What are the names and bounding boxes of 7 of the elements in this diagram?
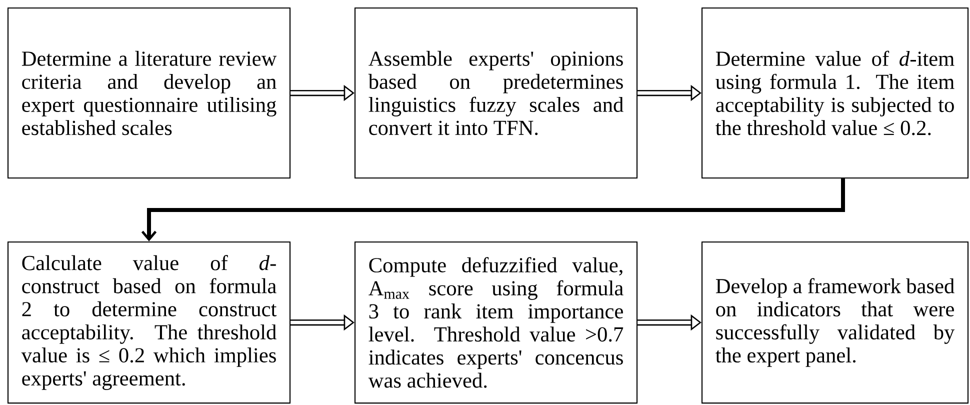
process-box: Determine a literature review criteria and develop an expert questionnaire utilising established scales — [7, 7, 291, 179]
process-box: Assemble experts' opinions based on predetermines linguistics fuzzy scales and convert it into TFN. — [354, 7, 638, 179]
process-box: Develop a framework based on indicators that were successfully validated by the expert panel. — [701, 241, 969, 404]
arrow — [141, 178, 845, 242]
process-box: Determine value of d-item using formula 1. The item acceptability is subjected to the threshold value ≤ 0.2. — [701, 7, 969, 179]
process-box: Compute defuzzified value, A$_{max}$ score using formula 3 to rank item importance level. Threshold value >0.7 indicates experts' concencus was achieved. — [354, 241, 638, 404]
process-box: Calculate value of d-construct based on formula 2 to determine construct acceptability. The threshold value is ≤ 0.2 which implies experts' agreement. — [7, 241, 291, 404]
